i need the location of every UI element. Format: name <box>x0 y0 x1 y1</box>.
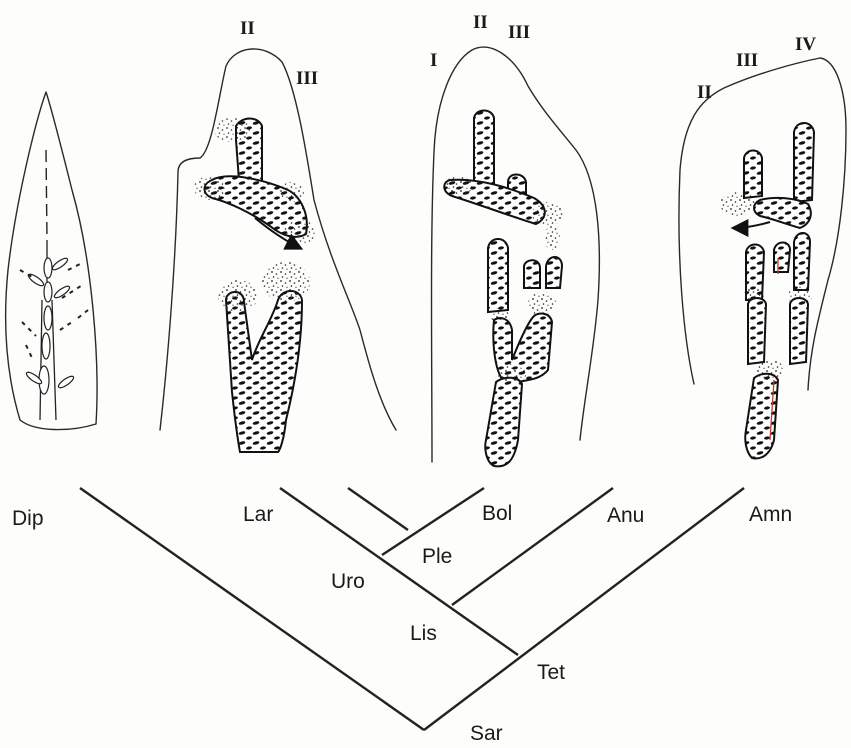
amniote-limb: II III IV <box>679 34 846 458</box>
larval-salamander-limb: II III <box>160 18 396 452</box>
digit-label-i: I <box>430 50 437 71</box>
bolitoglossine-limb: I II III <box>430 12 599 466</box>
digit-label-ii: II <box>473 12 488 33</box>
digit-label-iii: III <box>296 68 318 89</box>
node-sar: Sar <box>470 722 503 745</box>
node-tet: Tet <box>537 661 565 684</box>
taxon-amn: Amn <box>749 503 792 526</box>
digit-label-iii: III <box>736 50 758 71</box>
branch-amn <box>424 488 744 730</box>
branch-anu <box>452 488 613 605</box>
node-ple: Ple <box>422 545 452 568</box>
digit-label-iv: IV <box>795 34 816 55</box>
digit-label-ii: II <box>240 18 255 39</box>
node-uro: Uro <box>331 570 365 593</box>
digit-label-iii: III <box>508 22 530 43</box>
digit-label-ii: II <box>697 82 712 103</box>
taxon-dip: Dip <box>12 507 44 530</box>
taxon-anu: Anu <box>607 504 644 527</box>
node-lis: Lis <box>410 622 437 645</box>
dipnoan-fin <box>6 92 97 430</box>
branch-ple-sister <box>348 488 408 530</box>
cladogram: Dip Lar Bol Anu Amn Ple Uro Lis Tet Sar <box>12 488 792 745</box>
taxon-lar: Lar <box>243 503 273 526</box>
taxon-bol: Bol <box>482 502 512 525</box>
